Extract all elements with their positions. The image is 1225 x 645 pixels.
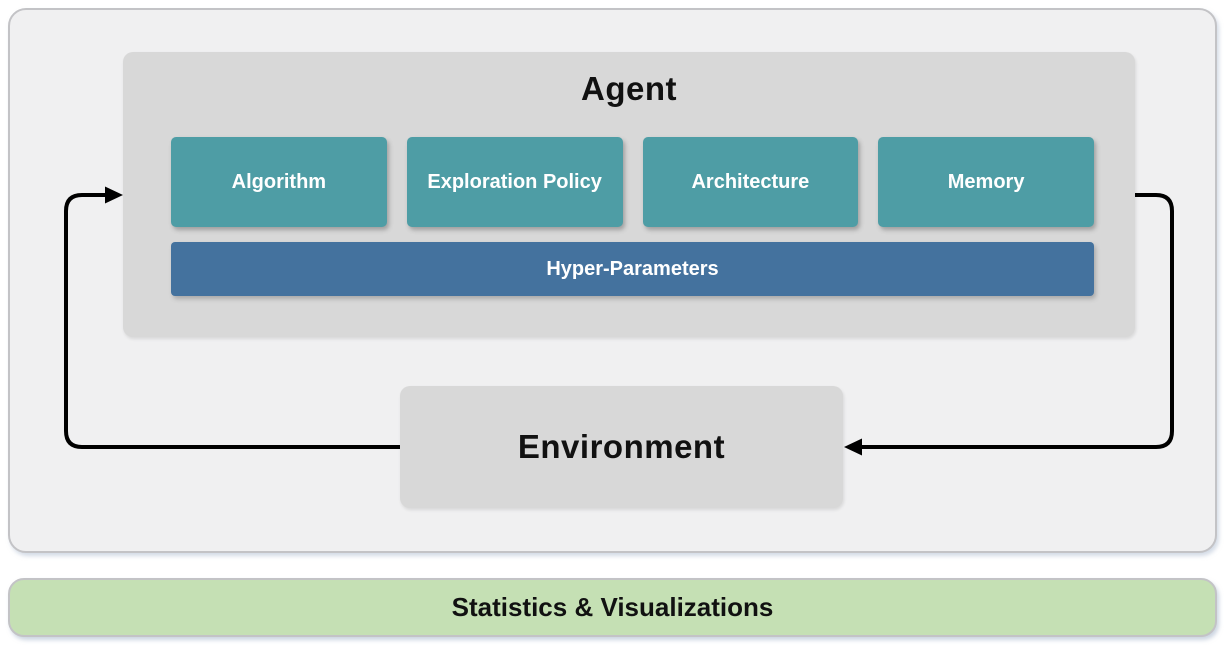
agent-components-row: Algorithm Exploration Policy Architectur…	[171, 137, 1094, 227]
component-architecture: Architecture	[642, 137, 859, 227]
environment-box: Environment	[400, 386, 843, 508]
agent-title: Agent	[581, 70, 677, 107]
component-memory: Memory	[878, 137, 1094, 227]
statistics-visualizations-bar: Statistics & Visualizations	[8, 578, 1217, 637]
component-algorithm: Algorithm	[171, 137, 387, 227]
component-exploration-policy: Exploration Policy	[406, 137, 623, 227]
hyper-parameters-bar: Hyper-Parameters	[171, 242, 1094, 296]
